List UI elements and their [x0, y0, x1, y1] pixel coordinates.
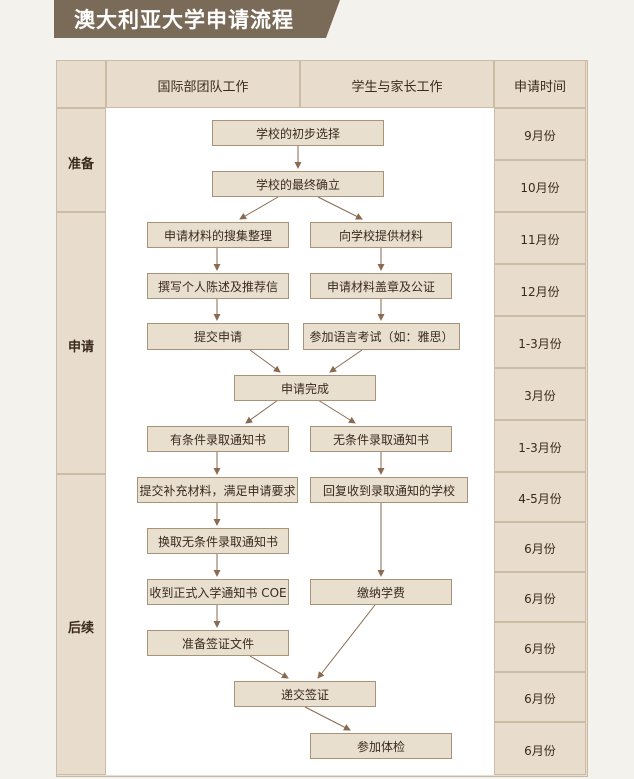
step-application-complete: 申请完成 — [234, 375, 376, 401]
header-corner — [56, 60, 106, 108]
time-cell — [494, 672, 586, 722]
time-cell — [494, 212, 586, 264]
arrow — [304, 706, 351, 731]
time-cell — [494, 622, 586, 672]
time-label: 6月份 — [524, 692, 556, 706]
step-final-selection: 学校的最终确立 — [212, 171, 384, 197]
stage-cell-follow — [56, 474, 106, 775]
stage-cell-prep — [56, 108, 106, 212]
time-cell — [494, 420, 586, 472]
step-provide-materials: 向学校提供材料 — [310, 222, 452, 248]
time-label: 1-3月份 — [518, 441, 562, 455]
page-title: 澳大利亚大学申请流程 — [74, 8, 294, 32]
arrow — [317, 399, 356, 424]
step-reply-school: 回复收到录取通知的学校 — [310, 477, 468, 503]
step-initial-selection: 学校的初步选择 — [212, 120, 384, 146]
step-receive-coe: 收到正式入学通知书 COE — [147, 579, 289, 605]
time-label: 6月份 — [524, 592, 556, 606]
step-medical-exam: 参加体检 — [310, 733, 452, 759]
time-label: 6月份 — [524, 642, 556, 656]
time-cell — [494, 472, 586, 522]
time-label: 12月份 — [520, 285, 560, 299]
header-team: 国际部团队工作 — [157, 80, 249, 95]
step-supplementary-materials: 提交补充材料，满足申请要求 — [137, 477, 298, 503]
step-unconditional-offer: 无条件录取通知书 — [310, 426, 452, 452]
step-submit-application: 提交申请 — [147, 323, 289, 350]
step-submit-visa: 递交签证 — [234, 681, 376, 707]
arrow — [239, 196, 279, 220]
arrow — [329, 349, 363, 373]
time-cell — [494, 522, 586, 572]
step-prepare-visa: 准备签证文件 — [147, 630, 289, 656]
time-label: 11月份 — [520, 233, 560, 247]
time-label: 1-3月份 — [518, 337, 562, 351]
stage-apply: 申请 — [67, 340, 94, 355]
header-cell-team — [106, 60, 300, 108]
time-cell — [494, 264, 586, 316]
time-label: 6月份 — [524, 744, 556, 758]
arrow — [317, 604, 376, 679]
arrow — [249, 349, 281, 373]
time-label: 3月份 — [524, 389, 556, 403]
stage-follow: 后续 — [67, 621, 94, 636]
time-label: 10月份 — [520, 181, 560, 195]
arrow — [249, 655, 289, 679]
time-cell — [494, 722, 586, 775]
time-cell — [494, 316, 586, 368]
step-exchange-offer: 换取无条件录取通知书 — [147, 528, 289, 554]
stage-cell-apply — [56, 212, 106, 474]
step-pay-tuition: 缴纳学费 — [310, 579, 452, 605]
step-notarize: 申请材料盖章及公证 — [310, 273, 452, 299]
time-label: 9月份 — [524, 129, 556, 143]
step-language-test: 参加语言考试（如：雅思） — [303, 323, 460, 350]
time-cell — [494, 368, 586, 420]
header-cell-time — [494, 60, 586, 108]
step-write-statement: 撰写个人陈述及推荐信 — [147, 273, 289, 299]
time-cell — [494, 160, 586, 212]
header-student: 学生与家长工作 — [351, 80, 443, 95]
arrow — [317, 196, 363, 220]
time-cell — [494, 572, 586, 622]
time-label: 6月份 — [524, 542, 556, 556]
step-conditional-offer: 有条件录取通知书 — [147, 426, 289, 452]
arrow — [245, 399, 279, 424]
time-label: 4-5月份 — [518, 492, 562, 506]
stage-prep: 准备 — [67, 157, 94, 172]
header-cell-student — [300, 60, 494, 108]
step-collect-materials: 申请材料的搜集整理 — [147, 222, 289, 248]
header-time: 申请时间 — [513, 80, 566, 95]
time-cell — [494, 108, 586, 160]
title-banner: 澳大利亚大学申请流程 — [54, 0, 340, 38]
